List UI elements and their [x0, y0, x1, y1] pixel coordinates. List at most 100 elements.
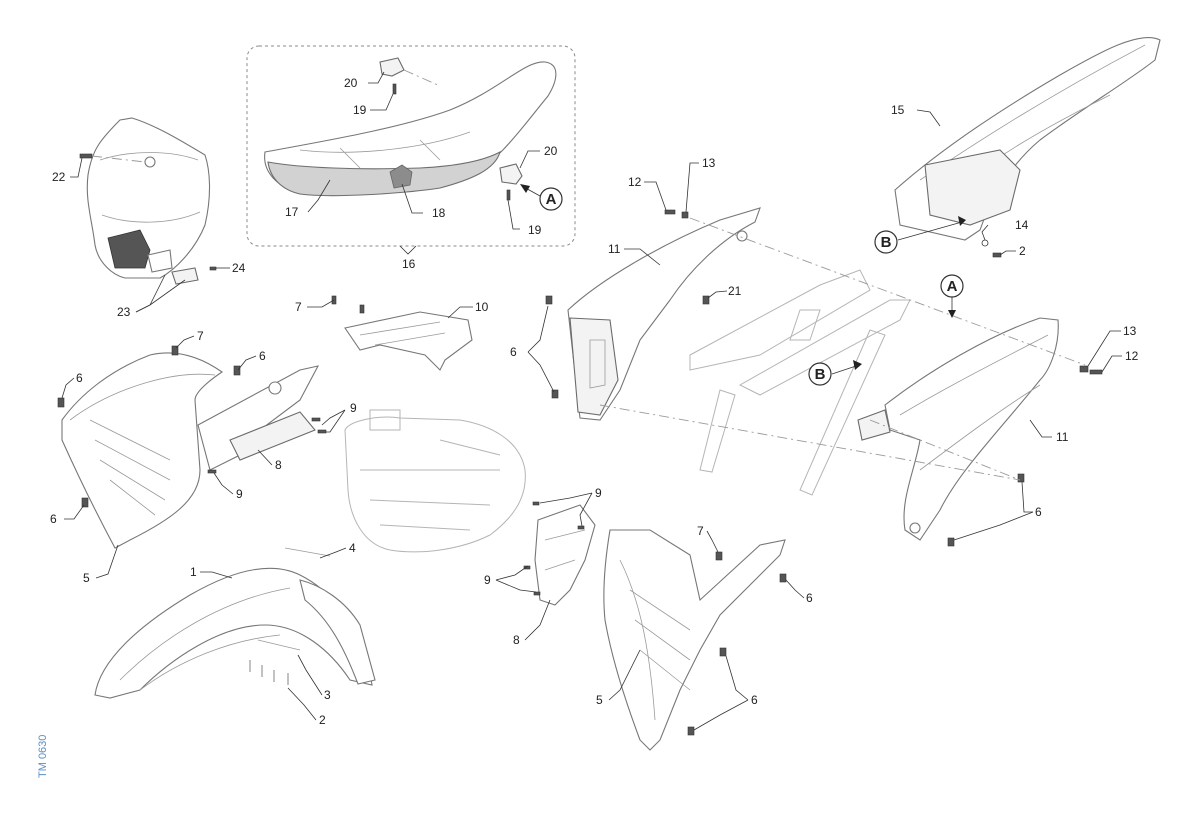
callout-16: 16 [402, 257, 416, 271]
leader-lines [61, 71, 1122, 731]
callout-3: 3 [324, 688, 331, 702]
side-panel-screw-21 [702, 295, 710, 305]
reference-arrows [520, 184, 966, 375]
assembly-axes [599, 217, 1086, 481]
callout-17: 17 [285, 205, 299, 219]
subframe-rail-mid [738, 299, 911, 396]
right-shroud-bolt-6c [687, 726, 695, 736]
ref-arrow-a-seat [520, 184, 530, 193]
seat-bracket-front-axis [403, 69, 441, 87]
fuel-tank-details [360, 439, 501, 531]
right-panel-washer-13 [1079, 365, 1089, 373]
callout-9-left-lower: 9 [236, 487, 243, 501]
callout-21: 21 [728, 284, 742, 298]
callout-23: 23 [117, 305, 131, 319]
subframe-strut-left [699, 389, 736, 473]
right-side-panel-body [884, 317, 1059, 541]
front-fender-ribs [119, 587, 291, 691]
callout-7-right: 7 [697, 524, 704, 538]
right-inner-guard-ribs [544, 529, 586, 571]
callout-13-left: 13 [702, 156, 716, 170]
ref-label-a-panel: A [947, 278, 958, 295]
front-fender-side [299, 579, 376, 685]
right-shroud-body [603, 529, 786, 751]
headlight-bolt-axis [91, 155, 146, 163]
callout-9-left-upper: 9 [350, 401, 357, 415]
callout-20-rear: 20 [544, 144, 558, 158]
right-guard-screw-c [523, 565, 531, 570]
seat-screw-rear [506, 189, 511, 201]
ref-label-b-fender: B [881, 234, 892, 251]
ref-arrow-b-fender [958, 216, 966, 226]
seat-seams [299, 131, 471, 169]
left-shroud-outer [61, 352, 223, 549]
callout-12-left: 12 [628, 175, 642, 189]
reference-markers: A A B B [539, 187, 964, 386]
side-panel-screw-bottom [551, 389, 559, 399]
right-side-panel-mount [909, 522, 921, 534]
headlight-mask [79, 117, 217, 285]
rear-fender-screw [992, 252, 1002, 258]
side-panel-bolt-12 [664, 209, 676, 215]
fuel-tank-ghost [344, 409, 526, 553]
callout-5-right: 5 [596, 693, 603, 707]
callout-6-left-top: 6 [76, 371, 83, 385]
left-shroud-louvers [89, 419, 171, 516]
left-inner-guard [197, 365, 327, 474]
callout-1: 1 [190, 565, 197, 579]
callout-4: 4 [349, 541, 356, 555]
seat-bracket-front [379, 57, 405, 77]
right-inner-guard-body [534, 504, 596, 606]
subframe-rail-upper [689, 269, 871, 371]
inner-guard-screw-a [311, 417, 321, 422]
ref-marker-b-frame [808, 362, 832, 386]
seat-logo-patch [389, 164, 413, 189]
inner-guard-screw-c [207, 469, 217, 474]
seat-group-box [246, 45, 576, 247]
right-panel-screw-a [1017, 473, 1025, 483]
callout-13-right: 13 [1123, 324, 1137, 338]
left-shroud-bolt-low [81, 497, 89, 508]
front-fender-body [94, 567, 373, 699]
ref-label-a-seat: A [546, 191, 557, 208]
right-shroud-bolt-6a [779, 573, 787, 583]
rear-fender [894, 36, 1161, 258]
headlight-mask-clip [147, 249, 173, 273]
right-guard-screw-b [577, 525, 585, 530]
side-panel-washer-13 [681, 211, 689, 219]
left-shroud-bolt-top [171, 345, 179, 356]
callout-6-left-low: 6 [50, 512, 57, 526]
callout-24: 24 [232, 261, 246, 275]
ref-marker-a-seat [539, 187, 563, 211]
callout-9-right-lower: 9 [484, 573, 491, 587]
right-shroud-bolt-6b [719, 647, 727, 657]
left-inner-guard-hole [268, 381, 282, 395]
callout-2-rear: 2 [1019, 244, 1026, 258]
callout-2-fender: 2 [319, 713, 326, 727]
upper-bracket [331, 295, 473, 371]
front-fender [94, 547, 376, 699]
left-shroud-bolt-left [57, 397, 65, 408]
rear-fender-lower-shell [924, 149, 1021, 226]
left-inner-guard-body [197, 365, 320, 471]
ref-label-b-frame: B [815, 366, 826, 383]
side-panel-screw-top [545, 295, 553, 305]
callout-18: 18 [432, 206, 446, 220]
left-shroud-bolt-mid [233, 365, 241, 376]
callout-11-right: 11 [1056, 430, 1069, 444]
callout-6-side-panel: 6 [510, 345, 517, 359]
callout-10: 10 [475, 300, 489, 314]
right-guard-screw-d [533, 591, 541, 596]
callout-5-left: 5 [83, 571, 90, 585]
seat-base [267, 150, 501, 197]
subframe-strut-right [799, 329, 886, 496]
axis-panel-lower [599, 404, 1021, 481]
callout-22: 22 [52, 170, 66, 184]
right-side-panel-contours [899, 334, 1049, 471]
headlight-mask-contours [99, 152, 201, 223]
upper-bracket-body [344, 311, 473, 371]
callout-6-right-shroud: 6 [806, 591, 813, 605]
left-shroud-edge [69, 373, 216, 421]
subframe-bracket [789, 309, 821, 341]
